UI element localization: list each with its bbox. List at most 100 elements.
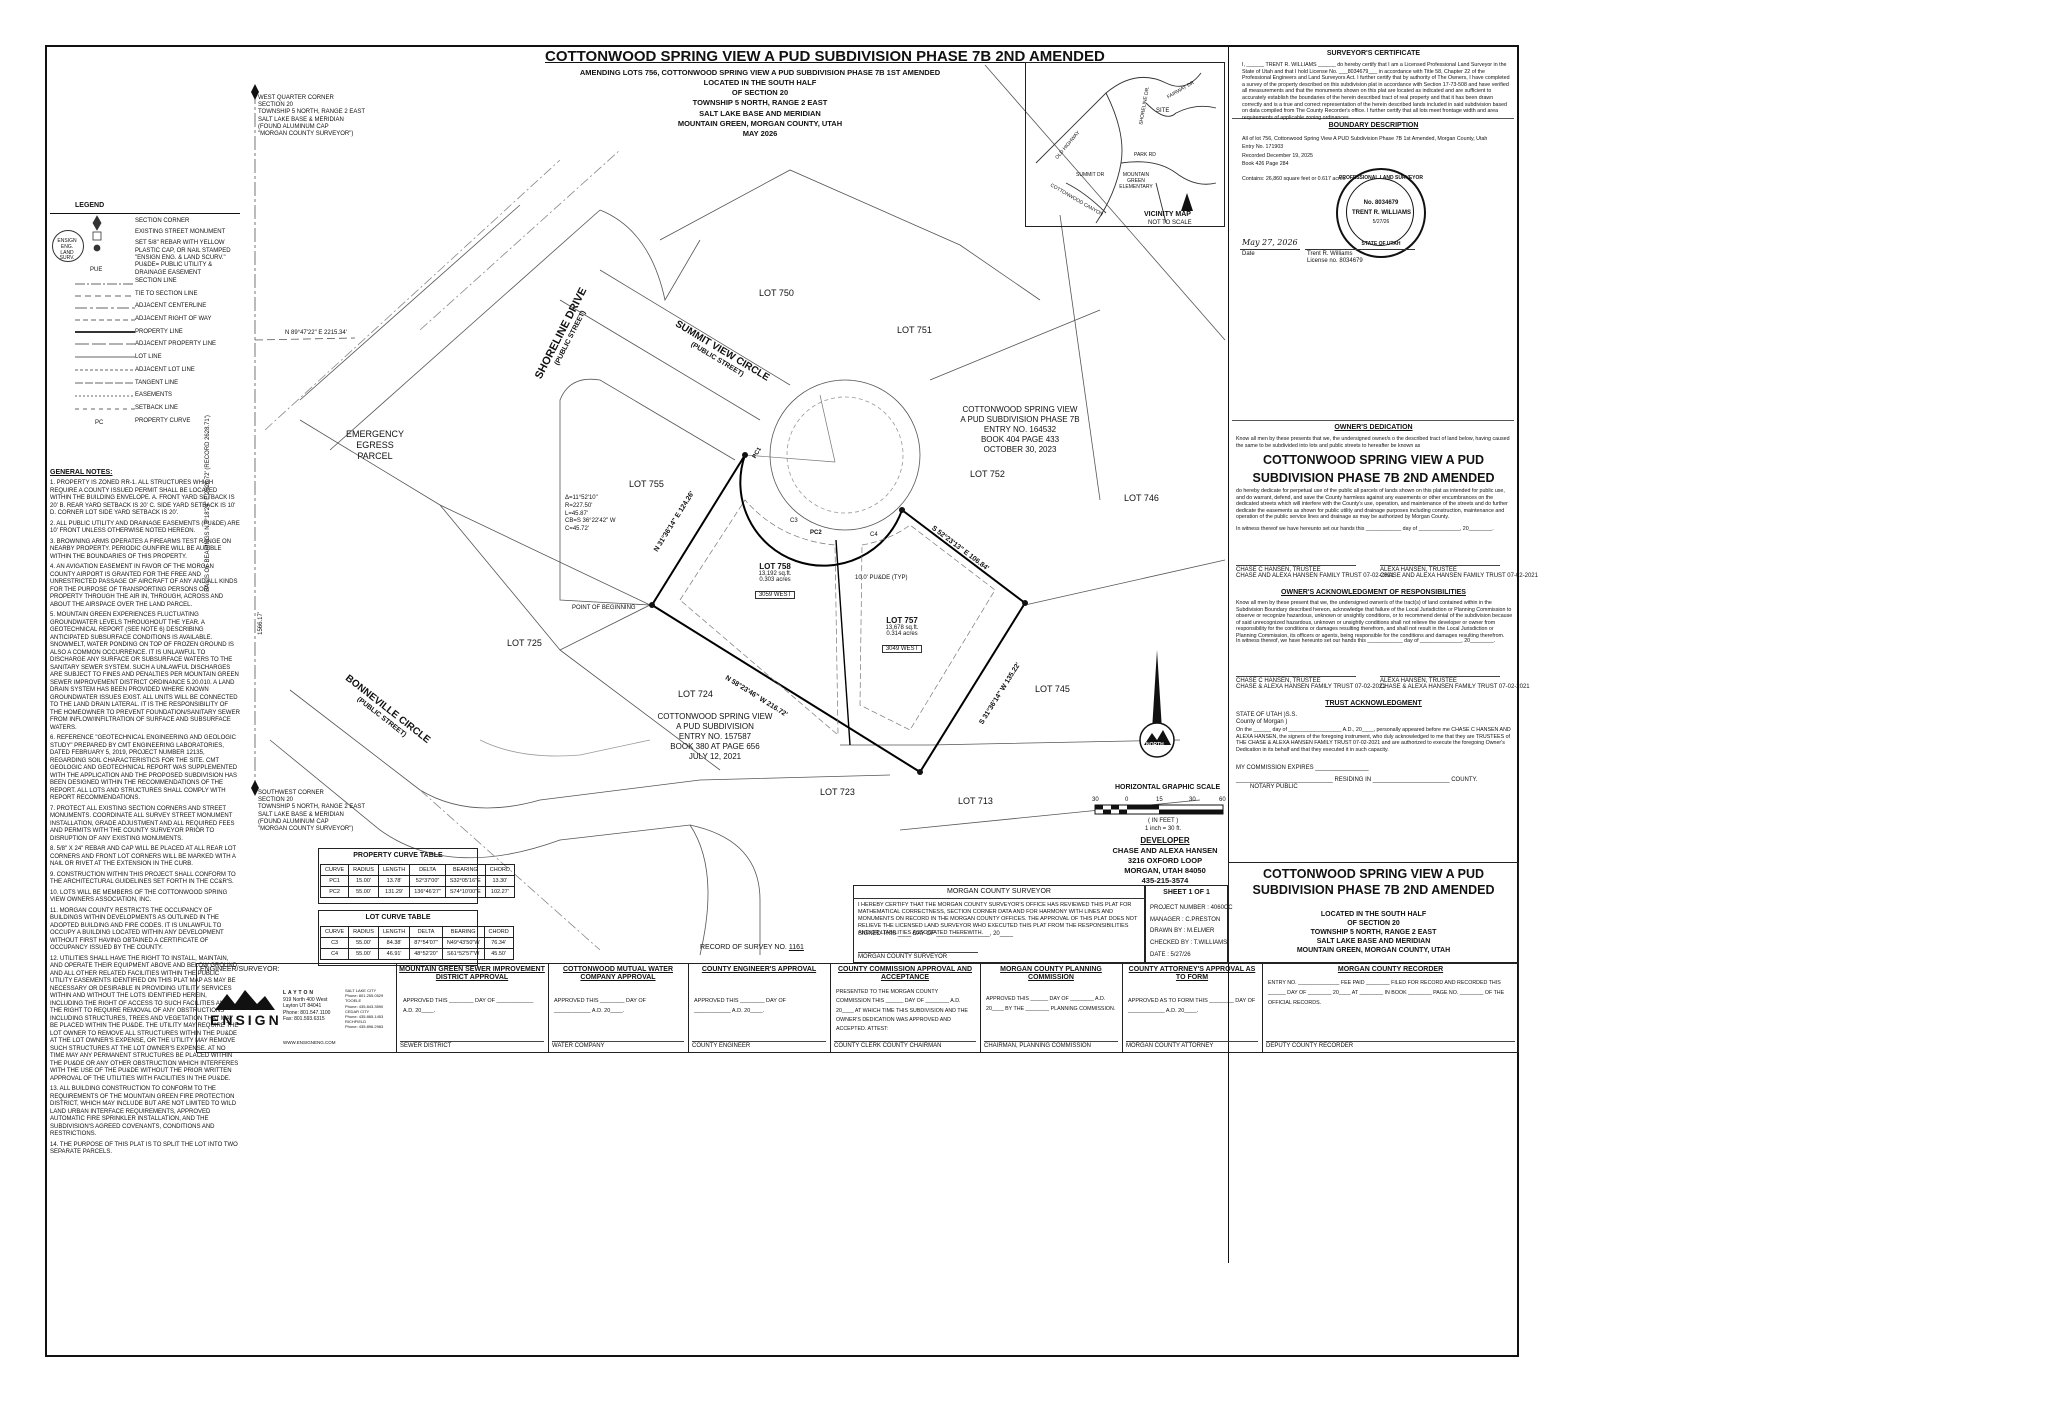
subtitle-line: MAY 2026	[742, 128, 778, 138]
legend-badge: ENSIGN ENG. LAND SURV.	[57, 238, 77, 262]
city-line: Phone: 435.865.1453	[345, 1013, 384, 1019]
trust-ack-residing: _____________________________ RESIDING I…	[1236, 777, 1478, 783]
lot-label: LOT 724	[678, 689, 713, 699]
seal-number: No. 8034679	[1363, 200, 1399, 206]
county-surveyor-title: MORGAN COUNTY SURVEYOR	[947, 888, 1051, 895]
legend-item: ADJACENT CENTERLINE	[135, 303, 207, 310]
legend-symbols	[75, 215, 135, 410]
corner-line: SECTION 20	[258, 797, 294, 804]
table-header: CHORD	[484, 864, 515, 876]
engineer-title: ENGINEER/SURVEYOR:	[200, 966, 280, 973]
lot-label: LOT 713	[958, 796, 993, 806]
table-cell: 55.00'	[348, 948, 379, 960]
owner-ack-name: ALEXA HANSEN, TRUSTEE	[1380, 678, 1457, 684]
legend-item: PU&DE= PUBLIC UTILITY & DRAINAGE EASEMEN…	[135, 262, 213, 276]
office-line: Layton UT 84041	[283, 1003, 322, 1009]
developer-block: DEVELOPER CHASE AND ALEXA HANSEN 3216 OX…	[1110, 836, 1220, 885]
surveyor-name: Trent R. Williams	[1307, 251, 1353, 257]
boundary-line: Book 426 Page 284	[1242, 161, 1289, 168]
owners-dedication-witness: In witness thereof we have hereunto set …	[1236, 526, 1494, 532]
table-header-row: CURVE RADIUS LENGTH DELTA BEARING CHORD	[319, 926, 514, 938]
table-header: LENGTH	[377, 864, 411, 876]
table-cell: 15.00'	[348, 875, 379, 887]
general-note: 12. UTILITIES SHALL HAVE THE RIGHT TO IN…	[50, 955, 239, 1082]
lot-area-sqft: 13,678 sq.ft.	[885, 625, 919, 631]
vicinity-map: SITE OLD HIGHWAY SHORELINE DR. COTTONWOO…	[1025, 62, 1225, 227]
approval-signature: CHAIRMAN, PLANNING COMMISSION	[984, 1041, 1118, 1049]
lot-name: LOT 757	[886, 616, 918, 625]
lot-757-label: LOT 757 13,678 sq.ft. 0.314 acres 3049 W…	[862, 616, 942, 655]
point-of-beginning: POINT OF BEGINNING	[572, 605, 636, 611]
legend-item: PROPERTY CURVE	[135, 417, 191, 424]
legend-item: ADJACENT PROPERTY LINE	[135, 341, 217, 348]
subtitle-line: SALT LAKE BASE AND MERIDIAN	[699, 108, 821, 118]
lot-curve-table-grid: CURVE RADIUS LENGTH DELTA BEARING CHORD …	[319, 926, 514, 960]
engineer-cities: SALT LAKE CITY Phone: 801.255.0529 TOOEL…	[345, 988, 383, 1030]
table-header: BEARING	[444, 864, 486, 876]
boundary-line: Contains: 26,860 square feet or 0.617 ac…	[1242, 175, 1346, 182]
boundary-line: Recorded December 19, 2025	[1242, 152, 1313, 159]
developer-line: 3216 OXFORD LOOP	[1127, 856, 1203, 866]
adjacent-line: JULY 12, 2021	[688, 752, 742, 761]
surveyor-certificate-title: SURVEYOR'S CERTIFICATE	[1326, 50, 1421, 57]
approval-divider	[830, 963, 831, 1053]
legend-item: TIE TO SECTION LINE	[135, 290, 198, 297]
surveyor-signature-date: May 27, 2026	[1242, 238, 1298, 247]
city-line: Phone: 435.896.2983	[345, 1024, 384, 1030]
scale-ratio: 1 inch = 30 ft.	[1145, 826, 1182, 832]
table-cell: C3	[319, 937, 350, 949]
legend-item: PROPERTY LINE	[135, 328, 183, 335]
owners-ack-title: OWNER'S ACKNOWLEDGMENT OF RESPONSIBILITI…	[1281, 589, 1466, 596]
corner-line: (FOUND ALUMINUM CAP	[258, 123, 329, 130]
table-cell: 13.30'	[484, 875, 515, 887]
title-block-line: LOCATED IN THE SOUTH HALF	[1320, 911, 1427, 918]
lot-label: LOT 723	[820, 787, 855, 797]
table-cell: 136°46'27"	[409, 886, 446, 898]
table-cell: 46.91'	[377, 948, 411, 960]
title-block-line: SALT LAKE BASE AND MERIDIAN	[1316, 938, 1431, 946]
lot-address: 3059 WEST	[754, 591, 796, 599]
record-of-survey-label: RECORD OF SURVEY NO.	[700, 944, 787, 951]
adjacent-line: A PUD SUBDIVISION PHASE 7B	[960, 415, 1080, 424]
approval-divider	[548, 963, 549, 1053]
legend-item: ADJACENT LOT LINE	[135, 366, 195, 373]
owner-ack-trust: CHASE & ALEXA HANSEN FAMILY TRUST 07-02-…	[1380, 684, 1530, 690]
table-row: C4 55.00' 46.91' 48°52'20" S61°52'57"W 4…	[319, 948, 514, 960]
legend-pue-symbol: PUE	[90, 267, 103, 273]
right-panel-divider	[1232, 118, 1514, 119]
adjacent-line: BOOK 380 AT PAGE 656	[670, 742, 760, 751]
lot-label: LOT 752	[970, 469, 1005, 479]
general-note: 2. ALL PUBLIC UTILITY AND DRAINAGE EASEM…	[50, 520, 240, 535]
subtitle-line: MOUNTAIN GREEN, MORGAN COUNTY, UTAH	[677, 118, 843, 128]
emergency-egress-parcel: EMERGENCY EGRESS PARCEL	[335, 429, 415, 461]
legend-item: TANGENT LINE	[135, 379, 179, 386]
engineer-office: LAYTON 919 North 400 West Layton UT 8404…	[283, 990, 330, 1023]
general-note: 5. MOUNTAIN GREEN EXPERIENCES FLUCTUATIN…	[50, 612, 240, 731]
table-cell: S74°10'00"E	[444, 886, 486, 898]
general-note: 10. LOTS WILL BE MEMBERS OF THE COTTONWO…	[50, 889, 228, 904]
adjacent-line: ENTRY NO. 157587	[678, 732, 752, 741]
approval-title: COTTONWOOD MUTUAL WATER COMPANY APPROVAL	[562, 966, 674, 982]
scale-title: HORIZONTAL GRAPHIC SCALE	[1115, 784, 1221, 791]
scale-tick: 60	[1219, 797, 1226, 803]
curve-data-line: L=45.87'	[565, 510, 589, 517]
lot-area-acres: 0.314 acres	[886, 631, 918, 637]
sheet-row: MANAGER : C.PRESTON	[1150, 916, 1221, 923]
lot-name: LOT 758	[759, 562, 791, 571]
approval-title: COUNTY ATTORNEY'S APPROVAL AS TO FORM	[1128, 966, 1256, 982]
basis-of-bearings: BASIS OF BEARINGS N 0°18'24" E 2628.72' …	[204, 415, 211, 592]
title-block	[1228, 862, 1519, 963]
plat-sheet	[45, 45, 1519, 1357]
ensign-logo-text: ENSIGN	[210, 1012, 282, 1028]
property-curve-table-grid: CURVE RADIUS LENGTH DELTA BEARING CHORD …	[319, 864, 515, 898]
approval-strip	[196, 963, 1519, 1053]
owner-signature-name: CHASE C HANSEN, TRUSTEE	[1236, 567, 1321, 573]
owner-signature-trust: CHASE AND ALEXA HANSEN FAMILY TRUST 07-0…	[1380, 573, 1538, 579]
approval-text: APPROVED AS TO FORM THIS ________ DAY OF…	[1128, 998, 1256, 1015]
surveyor-signature-rule	[1305, 249, 1415, 250]
developer-line: CHASE AND ALEXA HANSEN	[1112, 846, 1218, 856]
general-notes: 1. PROPERTY IS ZONED RR-1. ALL STRUCTURE…	[50, 480, 240, 1160]
surveyor-signature-rule	[1240, 249, 1300, 250]
table-header: CURVE	[319, 926, 350, 938]
general-note: 11. MORGAN COUNTY RESTRICTS THE OCCUPANC…	[50, 907, 224, 952]
